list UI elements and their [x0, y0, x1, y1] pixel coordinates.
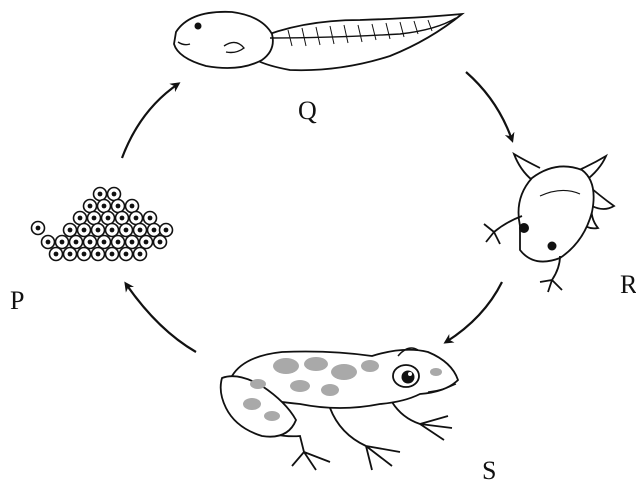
tadpole-icon	[174, 12, 462, 70]
egg-embryo	[102, 204, 107, 209]
egg-embryo	[68, 228, 73, 233]
egg-embryo	[130, 240, 135, 245]
egg-embryo	[164, 228, 169, 233]
egg-embryo	[82, 252, 87, 257]
egg-embryo	[152, 228, 157, 233]
egg-embryo	[144, 240, 149, 245]
arrow-r-to-s	[446, 282, 502, 342]
egg-embryo	[78, 216, 83, 221]
egg-embryo	[130, 204, 135, 209]
egg-embryo	[96, 252, 101, 257]
egg-embryo	[46, 240, 51, 245]
egg-embryo	[120, 216, 125, 221]
egg-embryo	[68, 252, 73, 257]
egg-embryo	[110, 228, 115, 233]
egg-embryo	[102, 240, 107, 245]
stage-label-s: S	[482, 458, 496, 484]
egg-embryo	[148, 216, 153, 221]
egg-embryo	[82, 228, 87, 233]
arrow-q-to-r	[466, 72, 512, 140]
egg-embryo	[138, 228, 143, 233]
egg-embryo	[92, 216, 97, 221]
egg-embryo	[158, 240, 163, 245]
egg-embryo	[54, 252, 59, 257]
egg-embryo	[98, 192, 103, 197]
egg-embryo	[124, 228, 129, 233]
cycle-arrows	[122, 72, 512, 352]
froglet-icon	[484, 154, 614, 292]
egg-embryo	[74, 240, 79, 245]
arrow-p-to-q	[122, 84, 178, 158]
stage-label-r: R	[620, 272, 636, 298]
egg-embryo	[60, 240, 65, 245]
egg-embryo	[112, 192, 117, 197]
egg-embryo	[36, 226, 41, 231]
stage-label-p: P	[10, 288, 24, 314]
egg-embryo	[106, 216, 111, 221]
arrow-s-to-p	[126, 284, 196, 352]
egg-embryo	[116, 204, 121, 209]
frog-spawn-eggs-icon	[32, 188, 173, 261]
egg-embryo	[138, 252, 143, 257]
egg-embryo	[124, 252, 129, 257]
egg-embryo	[110, 252, 115, 257]
egg-embryo	[88, 204, 93, 209]
stage-label-q: Q	[298, 98, 317, 124]
egg-embryo	[134, 216, 139, 221]
egg-embryo	[96, 228, 101, 233]
adult-frog-icon	[221, 348, 458, 470]
egg-embryo	[88, 240, 93, 245]
egg-embryo	[116, 240, 121, 245]
